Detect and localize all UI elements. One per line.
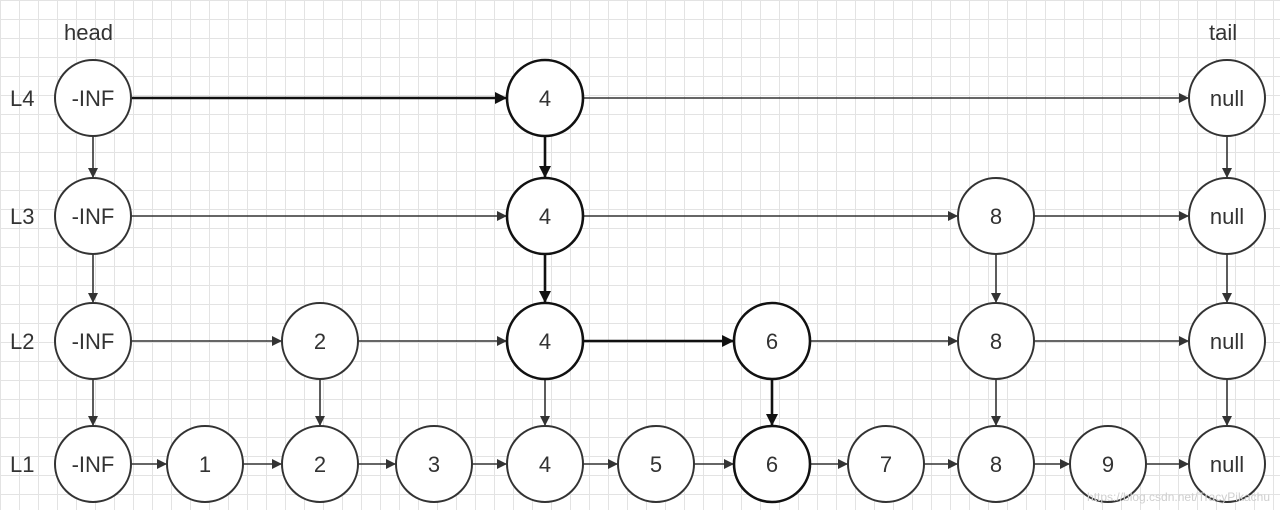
- node-value: 4: [539, 452, 551, 477]
- node-l1-neg-inf: -INF: [54, 425, 132, 503]
- node-l1-8: 8: [957, 425, 1035, 503]
- node-circle: [166, 425, 244, 503]
- node-value: 2: [314, 452, 326, 477]
- node-circle: [281, 425, 359, 503]
- level-label-l2: L2: [10, 329, 35, 354]
- node-value: null: [1210, 329, 1244, 354]
- node-value: -INF: [72, 329, 115, 354]
- node-circle: [54, 59, 132, 137]
- node-value: 5: [650, 452, 662, 477]
- node-circle: [957, 425, 1035, 503]
- node-l3-4: 4: [505, 176, 585, 256]
- node-l1-null: null: [1188, 425, 1266, 503]
- node-circle: [957, 302, 1035, 380]
- node-l1-1: 1: [166, 425, 244, 503]
- head-label: head: [64, 20, 113, 45]
- node-value: 4: [539, 204, 551, 229]
- node-circle: [54, 425, 132, 503]
- nodes-group: -INF 4 null -INF 4 8 null -INF 2 4 6 8 null -INF 1 2 3 4 5…: [54, 58, 1266, 504]
- node-l2-null: null: [1188, 302, 1266, 380]
- node-l2-neg-inf: -INF: [54, 302, 132, 380]
- node-value: 2: [314, 329, 326, 354]
- node-l1-7: 7: [847, 425, 925, 503]
- node-value: -INF: [72, 452, 115, 477]
- node-value: null: [1210, 86, 1244, 111]
- level-label-l1: L1: [10, 452, 35, 477]
- node-value: 8: [990, 452, 1002, 477]
- node-circle: [281, 302, 359, 380]
- node-l1-4: 4: [506, 425, 584, 503]
- edges-group: [88, 92, 1232, 469]
- node-l3-neg-inf: -INF: [54, 177, 132, 255]
- level-label-l3: L3: [10, 204, 35, 229]
- node-circle: [1188, 425, 1266, 503]
- node-l1-6: 6: [732, 424, 812, 504]
- node-circle: [1188, 177, 1266, 255]
- node-circle: [505, 176, 585, 256]
- node-circle: [505, 58, 585, 138]
- node-l1-2: 2: [281, 425, 359, 503]
- node-l2-8: 8: [957, 302, 1035, 380]
- node-value: null: [1210, 452, 1244, 477]
- node-value: 4: [539, 86, 551, 111]
- node-circle: [54, 177, 132, 255]
- node-circle: [957, 177, 1035, 255]
- node-circle: [1069, 425, 1147, 503]
- node-value: -INF: [72, 86, 115, 111]
- node-l1-5: 5: [617, 425, 695, 503]
- node-l4-null: null: [1188, 59, 1266, 137]
- node-l1-3: 3: [395, 425, 473, 503]
- node-circle: [54, 302, 132, 380]
- node-circle: [506, 425, 584, 503]
- node-l4-neg-inf: -INF: [54, 59, 132, 137]
- watermark: https://blog.csdn.net/TracyPikachu: [1087, 490, 1270, 504]
- node-value: 6: [766, 452, 778, 477]
- node-value: 3: [428, 452, 440, 477]
- node-circle: [617, 425, 695, 503]
- node-circle: [1188, 302, 1266, 380]
- node-value: 8: [990, 204, 1002, 229]
- node-value: 4: [539, 329, 551, 354]
- node-circle: [505, 301, 585, 381]
- node-value: 6: [766, 329, 778, 354]
- node-circle: [732, 424, 812, 504]
- node-l2-6: 6: [732, 301, 812, 381]
- node-circle: [847, 425, 925, 503]
- node-value: 7: [880, 452, 892, 477]
- node-l3-8: 8: [957, 177, 1035, 255]
- node-value: 1: [199, 452, 211, 477]
- node-value: -INF: [72, 204, 115, 229]
- node-l3-null: null: [1188, 177, 1266, 255]
- node-value: 9: [1102, 452, 1114, 477]
- tail-label: tail: [1209, 20, 1238, 45]
- node-l4-4: 4: [505, 58, 585, 138]
- node-l2-4: 4: [505, 301, 585, 381]
- node-circle: [395, 425, 473, 503]
- node-l1-9: 9: [1069, 425, 1147, 503]
- level-label-l4: L4: [10, 86, 35, 111]
- node-circle: [732, 301, 812, 381]
- node-l2-2: 2: [281, 302, 359, 380]
- node-value: null: [1210, 204, 1244, 229]
- node-circle: [1188, 59, 1266, 137]
- node-value: 8: [990, 329, 1002, 354]
